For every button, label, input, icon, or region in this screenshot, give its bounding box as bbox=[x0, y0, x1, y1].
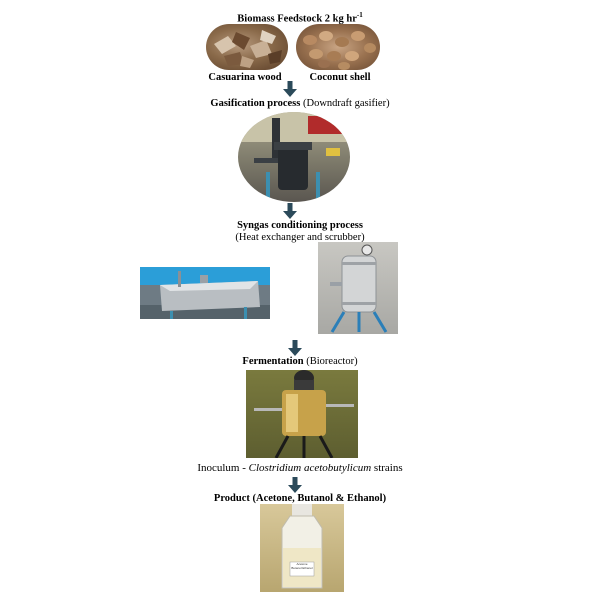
bottle-label-text: Acetone Butanol Ethanol bbox=[291, 563, 313, 570]
down-arrow-icon bbox=[283, 203, 297, 219]
gasification-label-bold: Gasification process bbox=[210, 98, 301, 109]
gasification-label: Gasification process (Downdraft gasifier… bbox=[150, 98, 450, 110]
down-arrow-icon bbox=[288, 340, 302, 356]
coconut-shell-label: Coconut shell bbox=[309, 72, 371, 83]
inoculum-label: Inoculum - Clostridium acetobutylicum st… bbox=[120, 462, 480, 474]
heat-exchanger-photo bbox=[140, 267, 270, 319]
gasifier-illustration bbox=[238, 112, 350, 202]
syngas-equipment-label: (Heat exchanger and scrubber) bbox=[235, 232, 365, 243]
coconut-shell-photo bbox=[296, 24, 380, 70]
product-bottle-illustration bbox=[281, 504, 323, 589]
down-arrow-icon bbox=[283, 81, 297, 97]
bioreactor-photo bbox=[246, 370, 358, 458]
inoculum-prefix: Inoculum - bbox=[197, 462, 249, 474]
product-label: Product (Acetone, Butanol & Ethanol) bbox=[213, 493, 387, 504]
fermentation-label: Fermentation (Bioreactor) bbox=[150, 356, 450, 368]
coconut-shell-texture bbox=[303, 31, 376, 70]
wood-chips-texture bbox=[214, 30, 282, 68]
inoculum-suffix: strains bbox=[371, 462, 403, 474]
feedstock-title: Biomass Feedstock 2 kg hr-1 bbox=[150, 9, 450, 26]
feedstock-title-unit-exponent: -1 bbox=[356, 11, 363, 19]
feedstock-title-text: Biomass Feedstock 2 kg hr bbox=[237, 13, 357, 25]
fermentation-label-bold: Fermentation bbox=[242, 356, 304, 367]
product-bottle-photo: Acetone Butanol Ethanol bbox=[260, 504, 344, 592]
scrubber-photo bbox=[318, 242, 398, 334]
heat-exchanger-illustration bbox=[140, 267, 270, 319]
syngas-conditioning-label: Syngas conditioning process bbox=[237, 220, 363, 231]
casuarina-wood-photo bbox=[206, 24, 288, 70]
inoculum-species: Clostridium acetobutylicum bbox=[248, 462, 372, 474]
downdraft-gasifier-photo bbox=[238, 112, 350, 202]
gasification-label-detail: (Downdraft gasifier) bbox=[300, 98, 390, 109]
casuarina-wood-label: Casuarina wood bbox=[208, 72, 282, 83]
bioreactor-illustration bbox=[254, 370, 354, 458]
fermentation-label-detail: (Bioreactor) bbox=[303, 356, 358, 367]
scrubber-illustration bbox=[330, 244, 388, 333]
down-arrow-icon bbox=[288, 477, 302, 493]
